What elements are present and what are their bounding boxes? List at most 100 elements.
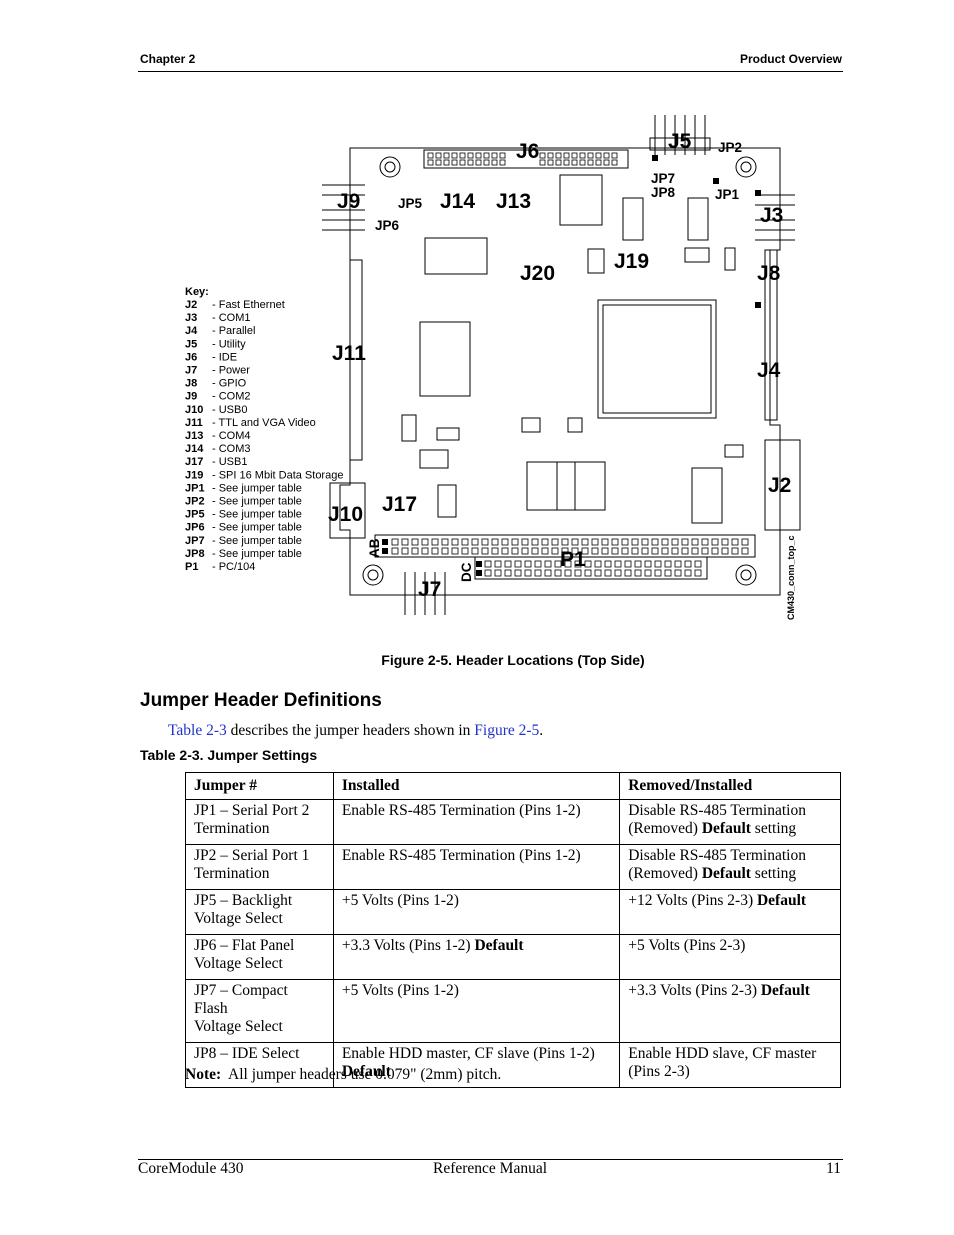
removed-default: Default [701,865,751,882]
label-j20: J20 [520,262,555,285]
removed-tail: setting [750,865,797,882]
installed-text: Enable RS-485 Termination (Pins 1-2) [341,802,581,819]
key-description: - See jumper table [212,535,302,547]
key-code: J8 [185,378,197,390]
label-j6: J6 [516,140,539,163]
key-description: - See jumper table [212,482,302,494]
label-j14: J14 [440,190,475,213]
cell-removed: +3.3 Volts (Pins 2-3) Default [619,979,841,1043]
intro-paragraph: Table 2-3 describes the jumper headers s… [168,722,543,740]
label-dc: DC [459,562,474,582]
jumper-name: JP7 – Compact Flash [194,982,288,1017]
key-code: J17 [185,456,203,468]
label-jp2: JP2 [718,140,742,155]
label-j7: J7 [418,578,441,601]
key-code: J3 [185,312,197,324]
cell-removed: +5 Volts (Pins 2-3) [619,934,841,980]
key-code: JP7 [185,535,205,547]
key-description: - IDE [212,351,237,363]
table-link[interactable]: Table 2-3 [168,722,227,739]
key-description: - TTL and VGA Video [212,417,316,429]
cell-installed: +5 Volts (Pins 1-2) [332,889,621,935]
removed-line-1: +3.3 Volts (Pins 2-3) [628,982,761,999]
jumper-name: JP1 – Serial Port 2 [194,802,310,819]
removed-line-2: (Pins 2-3) [628,1063,690,1080]
jumper-name: JP8 – IDE Select [194,1045,300,1062]
key-code: P1 [185,561,198,573]
label-j19: J19 [614,250,649,273]
note-label: Note: [185,1066,222,1083]
key-code: JP1 [185,482,205,494]
key-description: - GPIO [212,378,247,390]
key-code: J14 [185,443,204,455]
label-ab: AB [367,538,382,558]
cell-installed: Enable RS-485 Termination (Pins 1-2) [332,799,621,845]
label-j10: J10 [328,503,363,526]
removed-line-1: Disable RS-485 Termination [628,802,806,819]
removed-line-1: Disable RS-485 Termination [628,847,806,864]
footer-product: CoreModule 430 [138,1160,244,1177]
removed-line-1: Enable HDD slave, CF master [628,1045,817,1062]
key-code: J7 [185,365,197,377]
installed-text: +5 Volts (Pins 1-2) [341,892,459,909]
cell-removed: Disable RS-485 Termination(Removed) Defa… [619,799,841,845]
note: Note: All jumper headers use 0.079" (2mm… [185,1066,501,1084]
key-code: J19 [185,469,203,481]
key-code: JP6 [185,522,205,534]
key-code: J6 [185,351,197,363]
installed-text: +3.3 Volts (Pins 1-2) [341,937,475,954]
label-jp7: JP7 [651,171,675,186]
label-j2: J2 [768,474,791,497]
jumper-settings-table: Jumper # Installed Removed/Installed JP1… [185,772,841,1088]
removed-line-2: (Removed) [628,865,702,882]
col-header-jumper: Jumper # [185,772,334,800]
jumper-function: Termination [194,820,270,837]
cell-removed: Disable RS-485 Termination(Removed) Defa… [619,844,841,890]
cell-installed: Enable RS-485 Termination (Pins 1-2) [332,844,621,890]
label-j3: J3 [760,204,783,227]
cell-jumper: JP8 – IDE Select [185,1042,334,1088]
key-code: J13 [185,430,203,442]
section-title: Jumper Header Definitions [140,690,382,711]
key-description: - USB0 [212,404,247,416]
table-title: Table 2-3. Jumper Settings [140,747,318,763]
note-text: All jumper headers use 0.079" (2mm) pitc… [221,1066,502,1083]
label-jp1: JP1 [715,187,740,202]
cell-installed: Enable HDD master, CF slave (Pins 1-2)De… [332,1042,621,1088]
drawing-id: CM430_conn_top_c [786,535,796,620]
section-label: Product Overview [739,52,842,66]
key-description: - COM2 [212,391,251,403]
key-description: - See jumper table [212,548,302,560]
jumper-function: Voltage Select [194,955,283,972]
jumper-function: Termination [194,865,270,882]
removed-default: Default [760,982,810,999]
removed-line-2: (Removed) [628,820,702,837]
key-code: J5 [185,338,197,350]
key-description: - COM4 [212,430,251,442]
key-description: - SPI 16 Mbit Data Storage [212,469,343,481]
board-diagram: J5 J6 JP2 JP7 JP8 JP1 J9 JP5 J14 J13 J3 … [185,115,801,620]
table-header-row: Jumper # Installed Removed/Installed [185,772,841,800]
removed-default: Default [756,892,807,909]
figure-caption: Figure 2-5. Header Locations (Top Side) [381,652,645,668]
figure-link[interactable]: Figure 2-5 [474,722,540,739]
key-description: - See jumper table [212,522,302,534]
key-code: JP8 [185,548,205,560]
removed-line-1: +12 Volts (Pins 2-3) [628,892,757,909]
removed-default: Default [701,820,751,837]
removed-line-1: +5 Volts (Pins 2-3) [628,937,746,954]
table-row: JP8 – IDE Select Enable HDD master, CF sl… [185,1042,841,1088]
footer-rule [138,1159,843,1160]
intro-mid-text: describes the jumper headers shown in [226,722,475,739]
intro-end-text: . [539,722,544,739]
jumper-name: JP5 – Backlight [194,892,293,909]
col-header-installed: Installed [332,772,621,800]
